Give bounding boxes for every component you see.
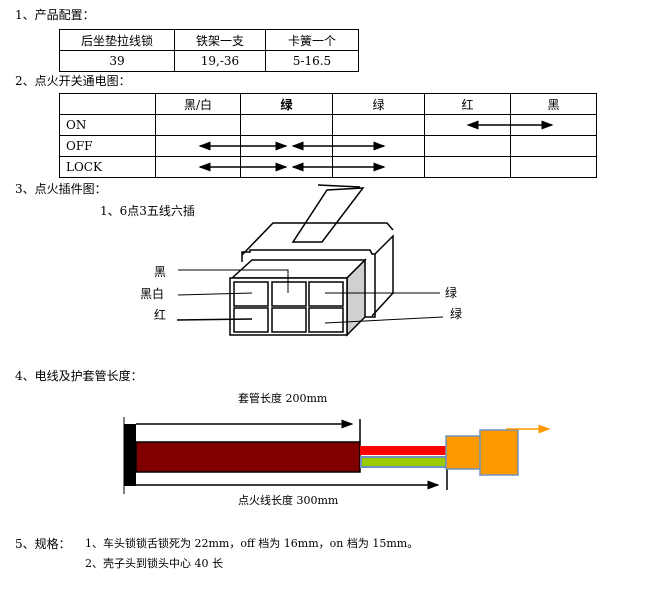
switch-table: 黑/白绿绿红黑 ON OFF LOCK [59,93,597,178]
label-red: 红 [154,308,167,322]
label-black: 黑 [154,265,167,279]
section1-title: 1、产品配置： [15,8,95,22]
header-cell: 铁架一支 [174,29,266,51]
section3-title: 3、点火插件图： [15,182,107,196]
spec-line-2: 2、壳子头到锁头中心 40 长 [85,557,223,570]
sleeve [135,441,361,473]
value-cell: 39 [59,50,175,72]
section2-title: 2、点火开关通电图： [15,74,131,88]
label-green-2: 绿 [450,307,463,321]
conduction-arrows [198,120,554,172]
value-cell: 5-16.5 [265,50,359,72]
wire-drawing [123,417,551,494]
sleeve-length-label: 套管长度 200mm [238,392,328,405]
label-green-1: 绿 [445,286,458,300]
value-cell: 19,-36 [174,50,266,72]
red-wire [360,446,446,455]
connector-drawing [176,184,444,337]
section4-title: 4、电线及护套管长度： [15,369,143,383]
row-label: LOCK [59,156,156,178]
label-black-white: 黑白 [140,287,165,301]
green-wire [360,456,447,468]
connector-block-2 [479,429,519,476]
wire-length-label: 点火线长度 300mm [238,494,339,507]
section3-subtitle: 1、6点3五线六插 [100,204,195,218]
spec-line-1: 1、车头锁锁舌锁死为 22mm，off 档为 16mm，on 档为 15mm。 [85,537,419,550]
connector-block-1 [445,435,482,470]
header-cell: 黑/白 [155,93,241,115]
section5-title: 5、规格： [15,537,71,551]
